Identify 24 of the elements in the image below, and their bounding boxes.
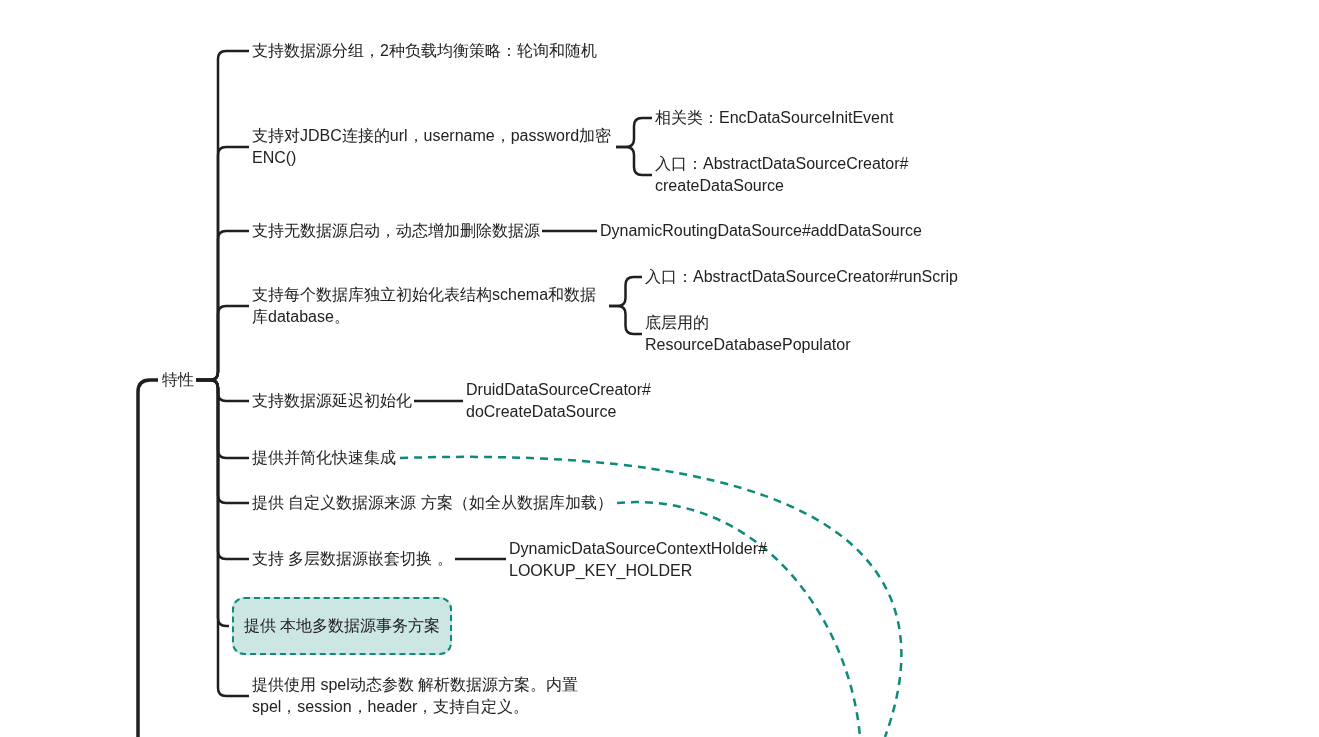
topic-text: 支持数据源分组，2种负载均衡策略：轮询和随机 <box>252 40 597 62</box>
dashed-relation-curve <box>617 501 862 737</box>
topic-text: 支持 多层数据源嵌套切换 。 <box>252 548 453 570</box>
topic-text: 底层用的 ResourceDatabasePopulator <box>645 312 885 356</box>
topic-text: 相关类：EncDataSourceInitEvent <box>655 107 894 129</box>
topic-text: 支持无数据源启动，动态增加删除数据源 <box>252 220 540 242</box>
branch-connector <box>196 378 249 698</box>
dashed-relation-curve <box>400 456 903 737</box>
topic-text: 提供并简化快速集成 <box>252 447 396 469</box>
branch-connector <box>414 399 463 403</box>
topic-text: DruidDataSourceCreator# doCreateDataSource <box>466 379 696 423</box>
highlighted-topic-box: 提供 本地多数据源事务方案 <box>232 597 453 655</box>
topic-text: 提供 自定义数据源来源 方案（如全从数据库加载） <box>252 492 613 514</box>
topic-text: 提供使用 spel动态参数 解析数据源方案。内置spel，session，header，支持自定义。 <box>252 674 612 718</box>
topic-text: 入口：AbstractDataSourceCreator# createDataSource <box>655 153 945 197</box>
topic-text: DynamicRoutingDataSource#addDataSource <box>600 220 922 242</box>
topic-text: 支持对JDBC连接的url，username，password加密 ENC() <box>252 125 614 169</box>
topic-text: 支持数据源延迟初始化 <box>252 390 412 412</box>
topic-text: DynamicDataSourceContextHolder# LOOKUP_KEY_HOLDER <box>509 538 809 582</box>
topic-text: 支持每个数据库独立初始化表结构schema和数据库database。 <box>252 284 607 328</box>
topic-text: 入口：AbstractDataSourceCreator#runScrip <box>645 266 958 288</box>
topic-text: 特性 <box>162 369 194 391</box>
branch-connector <box>455 557 506 561</box>
branch-connector <box>542 229 597 233</box>
